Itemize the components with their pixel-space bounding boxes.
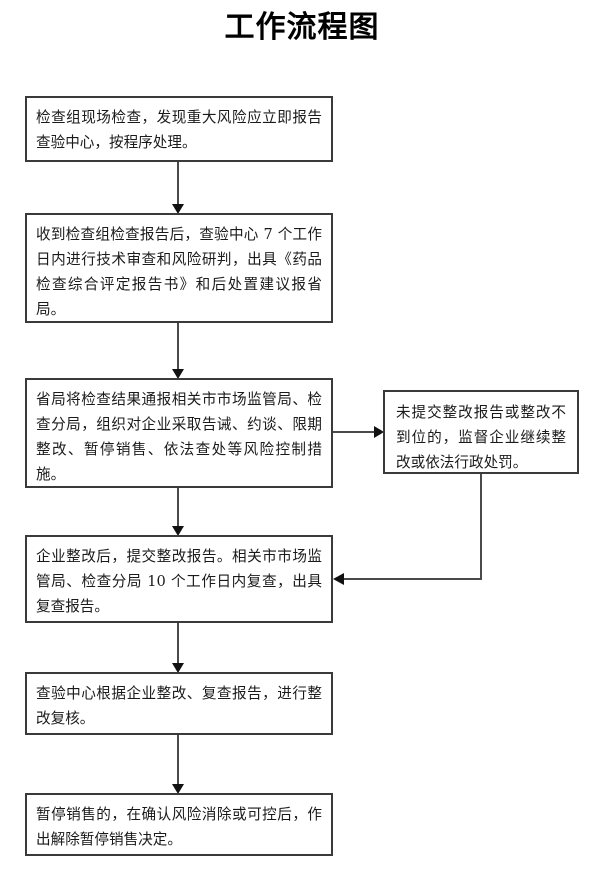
flow-node-2-text: 收到检查组检查报告后，查验中心 7 个工作日内进行技术审查和风险研判，出具《药品… — [36, 226, 322, 318]
connector-side-node4-feedback — [333, 474, 482, 585]
flow-node-5: 查验中心根据企业整改、复查报告，进行整改复核。 — [25, 672, 333, 735]
flow-node-6: 暂停销售的，在确认风险消除或可控后，作出解除暂停销售决定。 — [25, 793, 333, 856]
connector-node2-node3 — [172, 323, 184, 379]
flow-node-3: 省局将检查结果通报相关市市场监管局、检查分局，组织对企业采取告诫、约谈、限期整改… — [25, 378, 333, 488]
flow-node-side-text: 未提交整改报告或整改不到位的，监督企业继续整改或依法行政处罚。 — [396, 404, 566, 471]
connector-node5-node6 — [172, 735, 184, 794]
flow-node-1-text: 检查组现场检查，发现重大风险应立即报告查验中心，按程序处理。 — [36, 109, 322, 151]
page-title: 工作流程图 — [224, 10, 380, 45]
connector-node4-node5 — [172, 623, 184, 673]
flow-node-4: 企业整改后，提交整改报告。相关市市场监管局、检查分局 10 个工作日内复查，出具… — [25, 535, 333, 623]
connector-node3-side — [333, 426, 384, 438]
flow-node-2: 收到检查组检查报告后，查验中心 7 个工作日内进行技术审查和风险研判，出具《药品… — [25, 213, 333, 323]
flow-node-5-text: 查验中心根据企业整改、复查报告，进行整改复核。 — [36, 685, 322, 727]
flow-node-6-text: 暂停销售的，在确认风险消除或可控后，作出解除暂停销售决定。 — [36, 806, 322, 848]
flow-node-4-text: 企业整改后，提交整改报告。相关市市场监管局、检查分局 10 个工作日内复查，出具… — [36, 548, 322, 615]
flow-node-side-noncompliance: 未提交整改报告或整改不到位的，监督企业继续整改或依法行政处罚。 — [383, 390, 579, 474]
flow-node-3-text: 省局将检查结果通报相关市市场监管局、检查分局，组织对企业采取告诫、约谈、限期整改… — [36, 391, 322, 483]
connector-node3-node4 — [172, 488, 184, 536]
flow-node-1: 检查组现场检查，发现重大风险应立即报告查验中心，按程序处理。 — [25, 96, 333, 162]
connector-node1-node2 — [172, 162, 184, 214]
